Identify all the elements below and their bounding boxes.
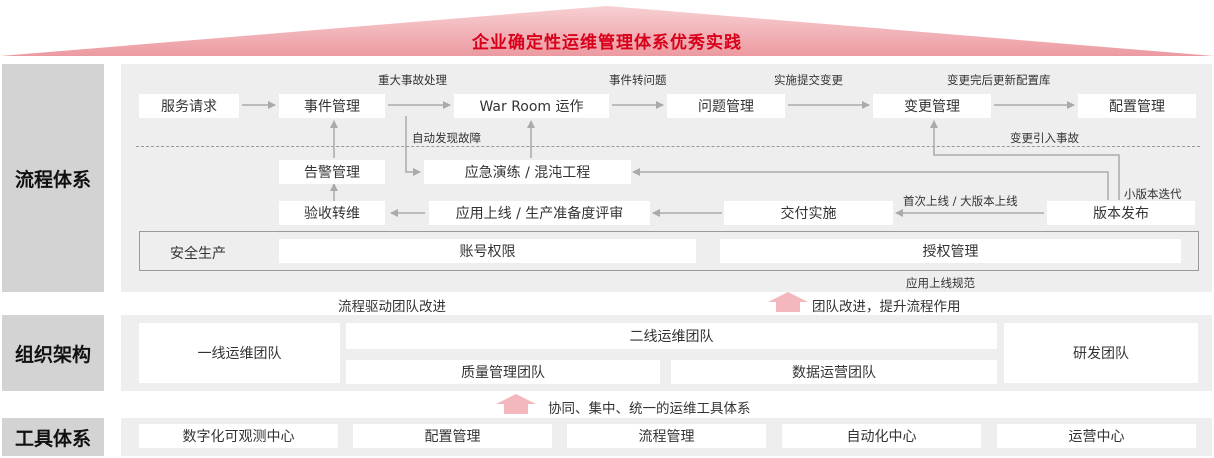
banner-title: 企业确定性运维管理体系优秀实践 <box>472 33 742 53</box>
box-authorization-mgmt: 授权管理 <box>720 239 1181 263</box>
note-minor-release: 小版本迭代 <box>1124 187 1182 201</box>
box-data-ops-team: 数据运营团队 <box>671 360 997 384</box>
box-incident-mgmt: 事件管理 <box>279 94 385 118</box>
up-arrow-tools <box>496 394 536 414</box>
box-delivery: 交付实施 <box>724 201 893 225</box>
box-war-room: War Room 运作 <box>454 94 609 118</box>
box-app-launch-review: 应用上线 / 生产准备度评审 <box>429 201 650 225</box>
note-submit-change: 实施提交变更 <box>774 73 843 87</box>
box-problem-mgmt: 问题管理 <box>667 94 785 118</box>
section-label-tools: 工具体系 <box>2 418 104 456</box>
caption-tool-system: 协同、集中、统一的运维工具体系 <box>548 401 751 417</box>
note-change-incident: 变更引入事故 <box>1010 131 1079 145</box>
section-label-org: 组织架构 <box>2 315 104 391</box>
roof-banner-shape <box>0 6 1214 56</box>
note-first-release: 首次上线 / 大版本上线 <box>903 194 1018 208</box>
box-service-request: 服务请求 <box>139 94 239 118</box>
box-change-mgmt: 变更管理 <box>873 94 991 118</box>
section-label-process: 流程体系 <box>2 64 104 292</box>
safety-production-label: 安全生产 <box>170 246 226 262</box>
box-second-line-team: 二线运维团队 <box>346 323 997 349</box>
note-major-incident: 重大事故处理 <box>378 73 447 87</box>
note-launch-spec: 应用上线规范 <box>906 276 975 290</box>
box-tool-observability: 数字化可观测中心 <box>139 424 338 448</box>
box-tool-process: 流程管理 <box>567 424 766 448</box>
box-config-mgmt: 配置管理 <box>1078 94 1196 118</box>
box-account-permission: 账号权限 <box>279 239 696 263</box>
up-arrow-team-improve <box>768 292 808 312</box>
box-quality-team: 质量管理团队 <box>346 360 660 384</box>
box-first-line-team: 一线运维团队 <box>139 323 340 383</box>
box-acceptance-handover: 验收转维 <box>279 201 385 225</box>
box-tool-automation: 自动化中心 <box>782 424 981 448</box>
caption-team-improves: 团队改进，提升流程作用 <box>812 299 961 315</box>
box-tool-operations: 运营中心 <box>997 424 1196 448</box>
box-rnd-team: 研发团队 <box>1004 323 1198 383</box>
box-version-release: 版本发布 <box>1047 201 1195 225</box>
process-divider <box>136 146 1200 147</box>
box-tool-config: 配置管理 <box>353 424 552 448</box>
note-incident-to-problem: 事件转问题 <box>609 73 667 87</box>
box-emergency-drill: 应急演练 / 混沌工程 <box>424 160 631 184</box>
safety-production-frame <box>139 231 1199 271</box>
caption-process-drives: 流程驱动团队改进 <box>338 299 446 315</box>
note-auto-detect: 自动发现故障 <box>412 131 481 145</box>
box-alert-mgmt: 告警管理 <box>279 160 385 184</box>
note-update-cmdb: 变更完后更新配置库 <box>947 73 1051 87</box>
